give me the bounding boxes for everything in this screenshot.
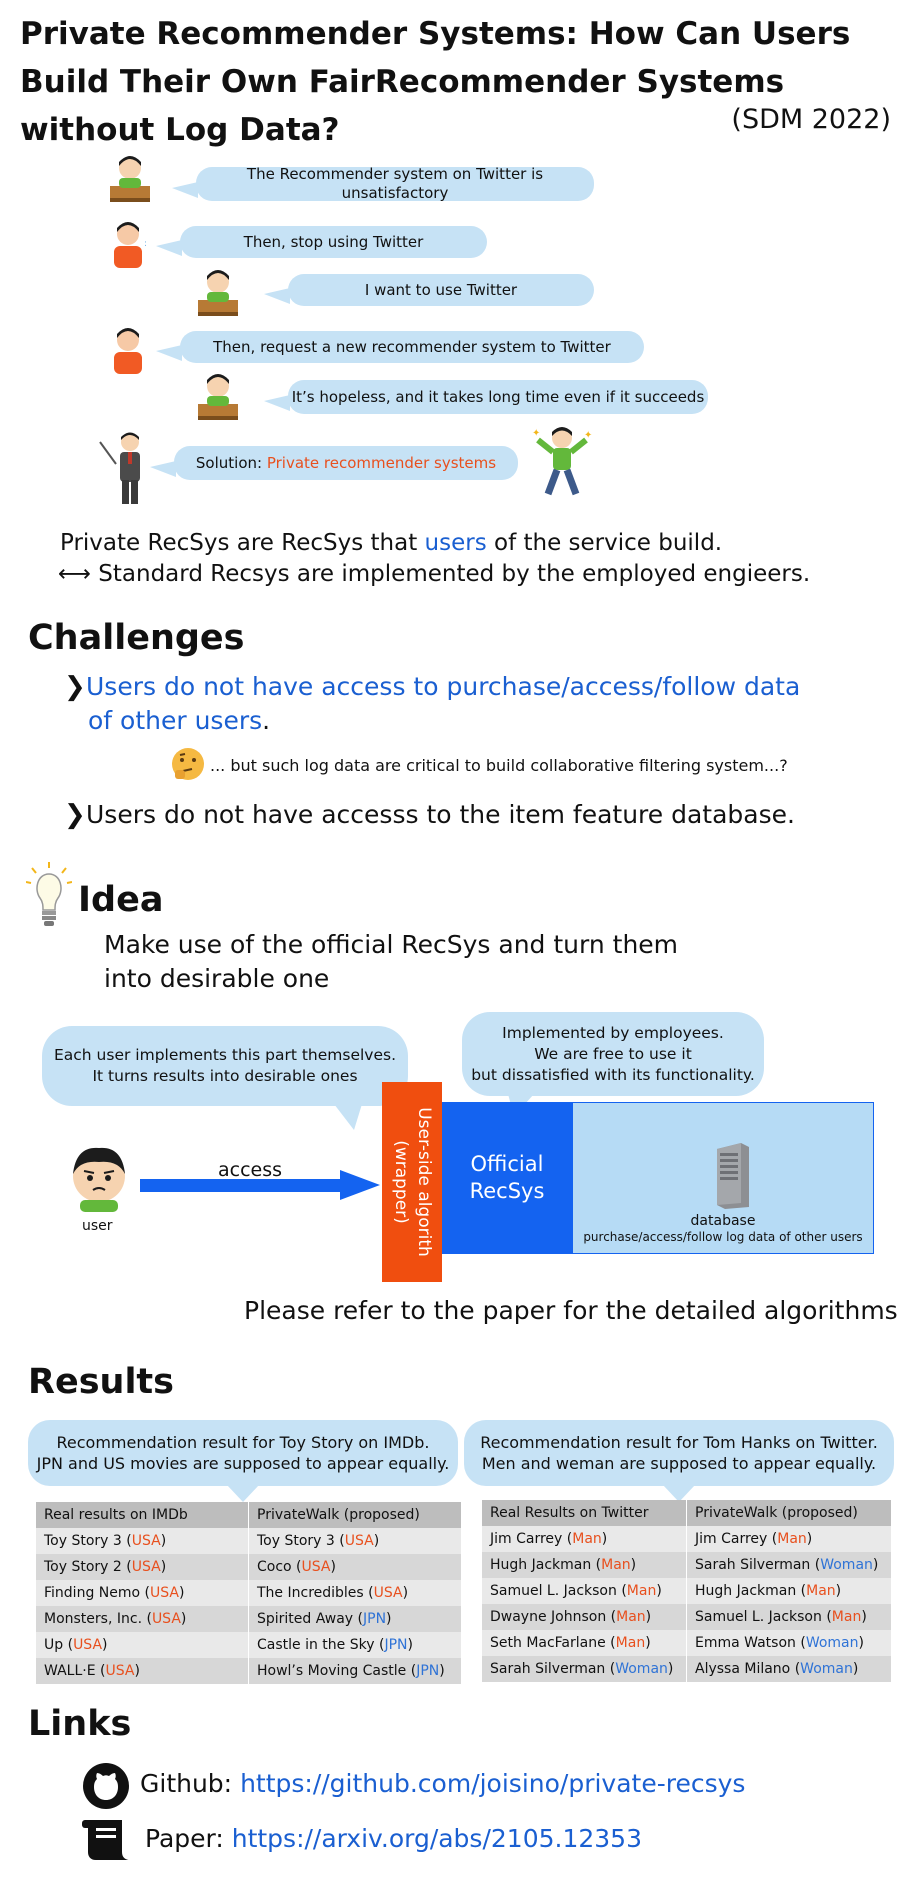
solution-bubble: Solution: Private recommender systems <box>150 446 518 480</box>
table-cell: Toy Story 3 (USA) <box>248 1528 462 1554</box>
diagram-right-bubble: Implemented by employees. We are free to… <box>462 1012 764 1116</box>
access-arrow <box>140 1170 380 1204</box>
wrapper-box: User-side algorith (wrapper) <box>382 1082 442 1282</box>
user-label: user <box>82 1218 113 1234</box>
results-right-bubble: Recommendation result for Tom Hanks on T… <box>464 1420 894 1502</box>
svg-text::: : <box>144 239 147 249</box>
double-arrow-icon: ⟷ <box>58 561 91 587</box>
table-row: Seth MacFarlane (Man)Emma Watson (Woman) <box>482 1630 892 1656</box>
github-link[interactable]: https://github.com/joisino/private-recsy… <box>240 1769 746 1798</box>
definition-line-2: ⟷ Standard Recsys are implemented by the… <box>58 561 811 587</box>
challenges-heading: Challenges <box>28 618 245 658</box>
svg-text:✦: ✦ <box>532 428 540 439</box>
student-icon <box>196 370 240 426</box>
table-cell: Hugh Jackman (Man) <box>686 1578 892 1604</box>
table-header: Real results on IMDb <box>36 1502 249 1528</box>
table-cell: Up (USA) <box>36 1632 249 1658</box>
dialog-bubble-5: It’s hopeless, and it takes long time ev… <box>264 380 708 414</box>
table-row: WALL·E (USA)Howl’s Moving Castle (JPN) <box>36 1658 462 1684</box>
user-face-icon <box>68 1140 130 1216</box>
database-desc: purchase/access/follow log data of other… <box>583 1230 863 1244</box>
thinking-face-icon <box>170 746 206 786</box>
page-title: Private Recommender Systems: How Can Use… <box>20 16 851 148</box>
table-row: Up (USA)Castle in the Sky (JPN) <box>36 1632 462 1658</box>
table-cell: Howl’s Moving Castle (JPN) <box>248 1658 462 1684</box>
table-cell: Coco (USA) <box>248 1554 462 1580</box>
happy-person-icon: ✦✦ <box>530 424 594 502</box>
challenge-item-2: ❯Users do not have accesss to the item f… <box>64 800 795 830</box>
diagram-left-bubble: Each user implements this part themselve… <box>42 1026 408 1130</box>
dialog-bubble-3: I want to use Twitter <box>264 274 594 306</box>
sneezing-person-icon <box>110 326 154 382</box>
refer-text: Please refer to the paper for the detail… <box>244 1296 898 1325</box>
definition-line-1: Private RecSys are RecSys that users of … <box>60 530 723 556</box>
challenge-note: ... but such log data are critical to bu… <box>210 756 788 775</box>
idea-text: Make use of the official RecSys and turn… <box>104 930 679 993</box>
results-left-bubble: Recommendation result for Toy Story on I… <box>28 1420 458 1502</box>
table-row: Finding Nemo (USA)The Incredibles (USA) <box>36 1580 462 1606</box>
table-cell: Monsters, Inc. (USA) <box>36 1606 249 1632</box>
table-row: Dwayne Johnson (Man)Samuel L. Jackson (M… <box>482 1604 892 1630</box>
table-cell: WALL·E (USA) <box>36 1658 249 1684</box>
table-cell: Toy Story 2 (USA) <box>36 1554 249 1580</box>
table-cell: Seth MacFarlane (Man) <box>482 1630 687 1656</box>
chevron-right-icon: ❯ <box>64 800 86 830</box>
dialog-bubble-4: Then, request a new recommender system t… <box>156 331 644 363</box>
teacher-icon <box>98 430 152 510</box>
table-cell: Emma Watson (Woman) <box>686 1630 892 1656</box>
database-box: database purchase/access/follow log data… <box>572 1102 874 1254</box>
table-header: Real Results on Twitter <box>482 1500 687 1526</box>
table-cell: Hugh Jackman (Man) <box>482 1552 687 1578</box>
lightbulb-icon <box>25 862 73 934</box>
links-heading: Links <box>28 1704 132 1744</box>
table-cell: Samuel L. Jackson (Man) <box>686 1604 892 1630</box>
dialog-bubble-1: The Recommender system on Twitter is uns… <box>172 165 594 202</box>
database-label: database <box>690 1213 756 1229</box>
table-row: Samuel L. Jackson (Man)Hugh Jackman (Man… <box>482 1578 892 1604</box>
table-cell: Finding Nemo (USA) <box>36 1580 249 1606</box>
table-header: PrivateWalk (proposed) <box>686 1500 892 1526</box>
server-icon <box>713 1143 751 1213</box>
github-link-row: Github: https://github.com/joisino/priva… <box>140 1769 746 1798</box>
venue: (SDM 2022) <box>731 104 891 135</box>
table-row: Toy Story 3 (USA)Toy Story 3 (USA) <box>36 1528 462 1554</box>
table-cell: Alyssa Milano (Woman) <box>686 1656 892 1682</box>
table-cell: Toy Story 3 (USA) <box>36 1528 249 1554</box>
table-row: Toy Story 2 (USA)Coco (USA) <box>36 1554 462 1580</box>
table-row: Jim Carrey (Man)Jim Carrey (Man) <box>482 1526 892 1552</box>
paper-link-row: Paper: https://arxiv.org/abs/2105.12353 <box>145 1824 642 1853</box>
sneezing-person-icon: : <box>110 220 154 276</box>
idea-heading: Idea <box>78 880 164 920</box>
table-cell: Jim Carrey (Man) <box>686 1526 892 1552</box>
table-cell: Jim Carrey (Man) <box>482 1526 687 1552</box>
challenge-item-1: ❯Users do not have access to purchase/ac… <box>64 672 801 735</box>
student-icon <box>108 152 152 208</box>
table-header: PrivateWalk (proposed) <box>248 1502 462 1528</box>
table-cell: Sarah Silverman (Woman) <box>686 1552 892 1578</box>
table-cell: Castle in the Sky (JPN) <box>248 1632 462 1658</box>
table-cell: Samuel L. Jackson (Man) <box>482 1578 687 1604</box>
table-row: Monsters, Inc. (USA)Spirited Away (JPN) <box>36 1606 462 1632</box>
chevron-right-icon: ❯ <box>64 672 86 702</box>
table-cell: Dwayne Johnson (Man) <box>482 1604 687 1630</box>
table-cell: Sarah Silverman (Woman) <box>482 1656 687 1682</box>
paper-link[interactable]: https://arxiv.org/abs/2105.12353 <box>231 1824 642 1853</box>
svg-text:✦: ✦ <box>584 430 592 441</box>
scroll-icon <box>82 1818 132 1866</box>
table-row: Sarah Silverman (Woman)Alyssa Milano (Wo… <box>482 1656 892 1682</box>
table-cell: The Incredibles (USA) <box>248 1580 462 1606</box>
table-cell: Spirited Away (JPN) <box>248 1606 462 1632</box>
table-row: Hugh Jackman (Man)Sarah Silverman (Woman… <box>482 1552 892 1578</box>
dialog-bubble-2: Then, stop using Twitter <box>156 226 487 258</box>
access-label: access <box>218 1159 283 1181</box>
student-icon <box>196 266 240 322</box>
official-recsys-box: Official RecSys <box>442 1102 572 1254</box>
github-icon <box>82 1762 130 1814</box>
results-heading: Results <box>28 1362 174 1402</box>
